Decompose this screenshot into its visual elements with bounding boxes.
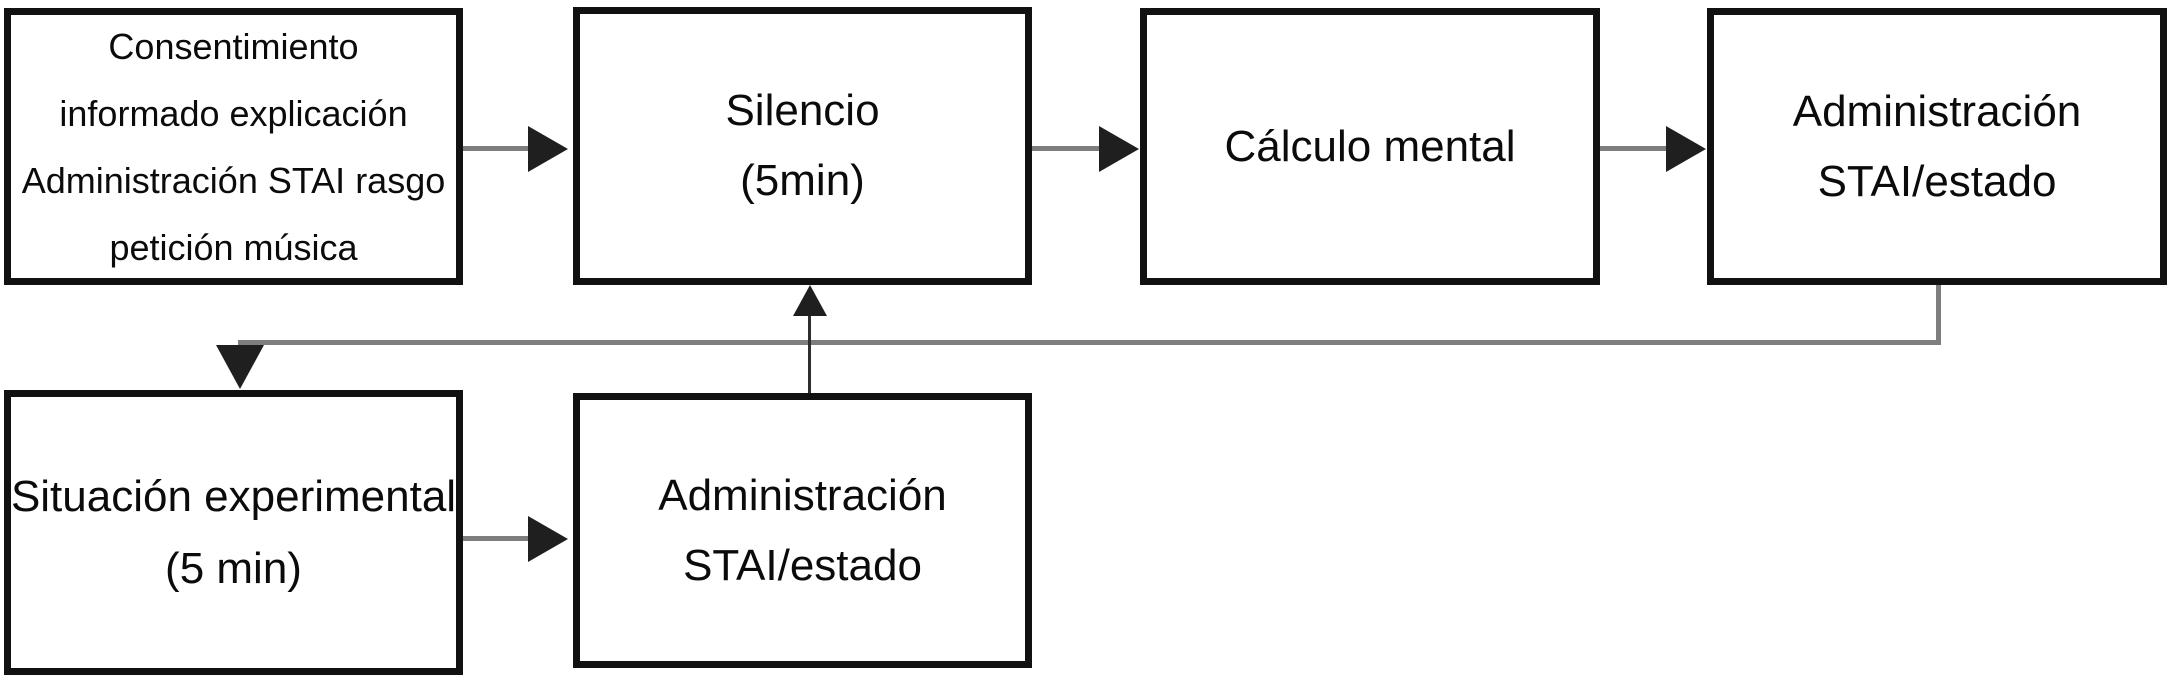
box-text-line: Silencio [725,86,880,135]
flow-box-situacion-experimental: Situación experimental (5 min) [4,390,463,675]
box-text-line: petición música [109,226,358,268]
flow-box-administracion-stai-estado-superior: Administración STAI/estado [1707,8,2167,285]
arrow-right-icon [528,516,568,562]
arrow-calculo-to-stai-line [1600,146,1671,151]
feedback-path-vertical-line [1936,285,1941,345]
box-text-line: Administración [658,470,947,520]
box-text-line: Administración STAI rasgo [21,159,446,201]
box-text-line: Situación experimental [10,471,457,521]
arrow-right-icon [1099,126,1139,172]
arrow-consentimiento-to-silencio-line [463,146,533,151]
flow-box-silencio: Silencio (5min) [573,7,1032,285]
arrow-up-icon [793,285,827,316]
arrow-right-icon [528,126,568,172]
box-text-line: STAI/estado [1817,156,2057,206]
flow-box-calculo-mental: Cálculo mental [1140,8,1600,285]
arrow-experimental-to-stai-line [463,536,533,541]
flow-box-administracion-stai-estado-inferior: Administración STAI/estado [573,393,1032,668]
box-text-line: Administración [1792,86,2082,136]
box-text-line: Consentimiento [108,25,359,67]
arrow-right-icon [1666,126,1706,172]
box-text-line: STAI/estado [683,540,922,590]
box-text-line: (5 min) [165,543,302,593]
arrow-down-icon [216,345,264,389]
flow-box-consentimiento: Consentimiento informado explicación Adm… [4,8,463,285]
box-text-line: Cálculo mental [1224,121,1516,171]
box-text-line: (5min) [740,156,865,205]
arrow-silencio-to-calculo-line [1032,146,1104,151]
box-text-line: informado explicación [59,92,408,134]
return-path-vertical-line [808,314,811,393]
feedback-path-horizontal-line [238,340,1941,345]
